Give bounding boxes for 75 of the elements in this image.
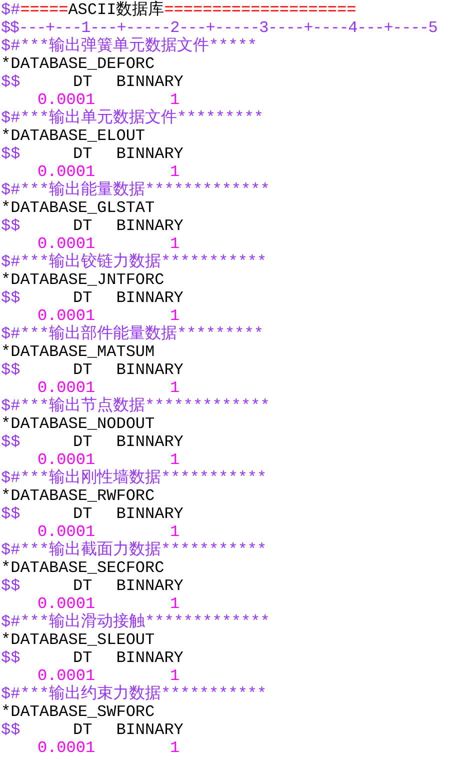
field-name: BINNARY: [116, 361, 184, 379]
field-name: BINNARY: [116, 73, 184, 91]
field-value: 1: [170, 235, 180, 253]
field-name: BINNARY: [116, 145, 184, 163]
comment-marker: $$: [1, 361, 20, 379]
field-name: DT: [73, 145, 92, 163]
field-name: DT: [73, 649, 92, 667]
keyword-line: *DATABASE_ELOUT: [1, 127, 146, 145]
comment-line: $#***输出滑动接触*************: [1, 613, 270, 631]
comment-line: $#***输出弹簧单元数据文件*****: [1, 37, 258, 55]
field-name: BINNARY: [116, 721, 184, 739]
keyword-line: *DATABASE_SECFORC: [1, 559, 164, 577]
section-title: ASCII数据库: [68, 1, 164, 19]
field-value: 0.0001: [37, 667, 96, 685]
comment-marker: $$: [1, 73, 20, 91]
comment-marker: $$: [1, 217, 20, 235]
field-value: 0.0001: [37, 91, 96, 109]
field-name: DT: [73, 361, 92, 379]
keyword-line: *DATABASE_NODOUT: [1, 415, 155, 433]
comment-line: $#***输出节点数据*************: [1, 397, 270, 415]
keyword-line: *DATABASE_JNTFORC: [1, 271, 164, 289]
field-name: DT: [73, 73, 92, 91]
comment-line: $#***输出铰链力数据***********: [1, 253, 267, 271]
keyword-line: *DATABASE_DEFORC: [1, 55, 155, 73]
keyword-line: *DATABASE_GLSTAT: [1, 199, 155, 217]
field-name: DT: [73, 217, 92, 235]
field-value: 0.0001: [37, 523, 96, 541]
keyword-line: *DATABASE_SWFORC: [1, 703, 155, 721]
field-value: 0.0001: [37, 451, 96, 469]
field-value: 0.0001: [37, 595, 96, 613]
field-value: 1: [170, 163, 180, 181]
field-value: 1: [170, 451, 180, 469]
comment-line: $#***输出部件能量数据*********: [1, 325, 264, 343]
comment-marker: $#: [1, 1, 20, 19]
comment-marker: $$: [1, 577, 20, 595]
comment-line: $#***输出截面力数据***********: [1, 541, 267, 559]
field-value: 1: [170, 307, 180, 325]
keyword-line: *DATABASE_RWFORC: [1, 487, 155, 505]
field-value: 1: [170, 667, 180, 685]
field-name: DT: [73, 433, 92, 451]
field-value: 1: [170, 91, 180, 109]
field-name: BINNARY: [116, 433, 184, 451]
field-name: DT: [73, 577, 92, 595]
field-name: DT: [73, 505, 92, 523]
column-ruler: $$---+---1---+-----2---+-----3----+----4---+----5: [1, 19, 438, 37]
field-value: 0.0001: [37, 307, 96, 325]
comment-line: $#***输出刚性墙数据***********: [1, 469, 267, 487]
separator-line: ====================: [164, 1, 356, 19]
field-value: 1: [170, 523, 180, 541]
separator-line: =====: [20, 1, 68, 19]
comment-marker: $$: [1, 721, 20, 739]
field-value: 1: [170, 379, 180, 397]
field-name: BINNARY: [116, 217, 184, 235]
field-name: DT: [73, 721, 92, 739]
field-name: BINNARY: [116, 505, 184, 523]
field-value: 0.0001: [37, 739, 96, 757]
comment-line: $#***输出约束力数据***********: [1, 685, 267, 703]
field-value: 1: [170, 739, 180, 757]
field-value: 0.0001: [37, 235, 96, 253]
field-value: 1: [170, 595, 180, 613]
comment-marker: $$: [1, 289, 20, 307]
field-name: BINNARY: [116, 289, 184, 307]
field-value: 0.0001: [37, 163, 96, 181]
comment-marker: $$: [1, 145, 20, 163]
comment-marker: $$: [1, 649, 20, 667]
keyword-line: *DATABASE_MATSUM: [1, 343, 155, 361]
field-name: DT: [73, 289, 92, 307]
field-name: BINNARY: [116, 577, 184, 595]
comment-marker: $$: [1, 433, 20, 451]
comment-line: $#***输出单元数据文件*********: [1, 109, 264, 127]
field-value: 0.0001: [37, 379, 96, 397]
comment-line: $#***输出能量数据*************: [1, 181, 270, 199]
comment-marker: $$: [1, 505, 20, 523]
keyword-line: *DATABASE_SLEOUT: [1, 631, 155, 649]
field-name: BINNARY: [116, 649, 184, 667]
